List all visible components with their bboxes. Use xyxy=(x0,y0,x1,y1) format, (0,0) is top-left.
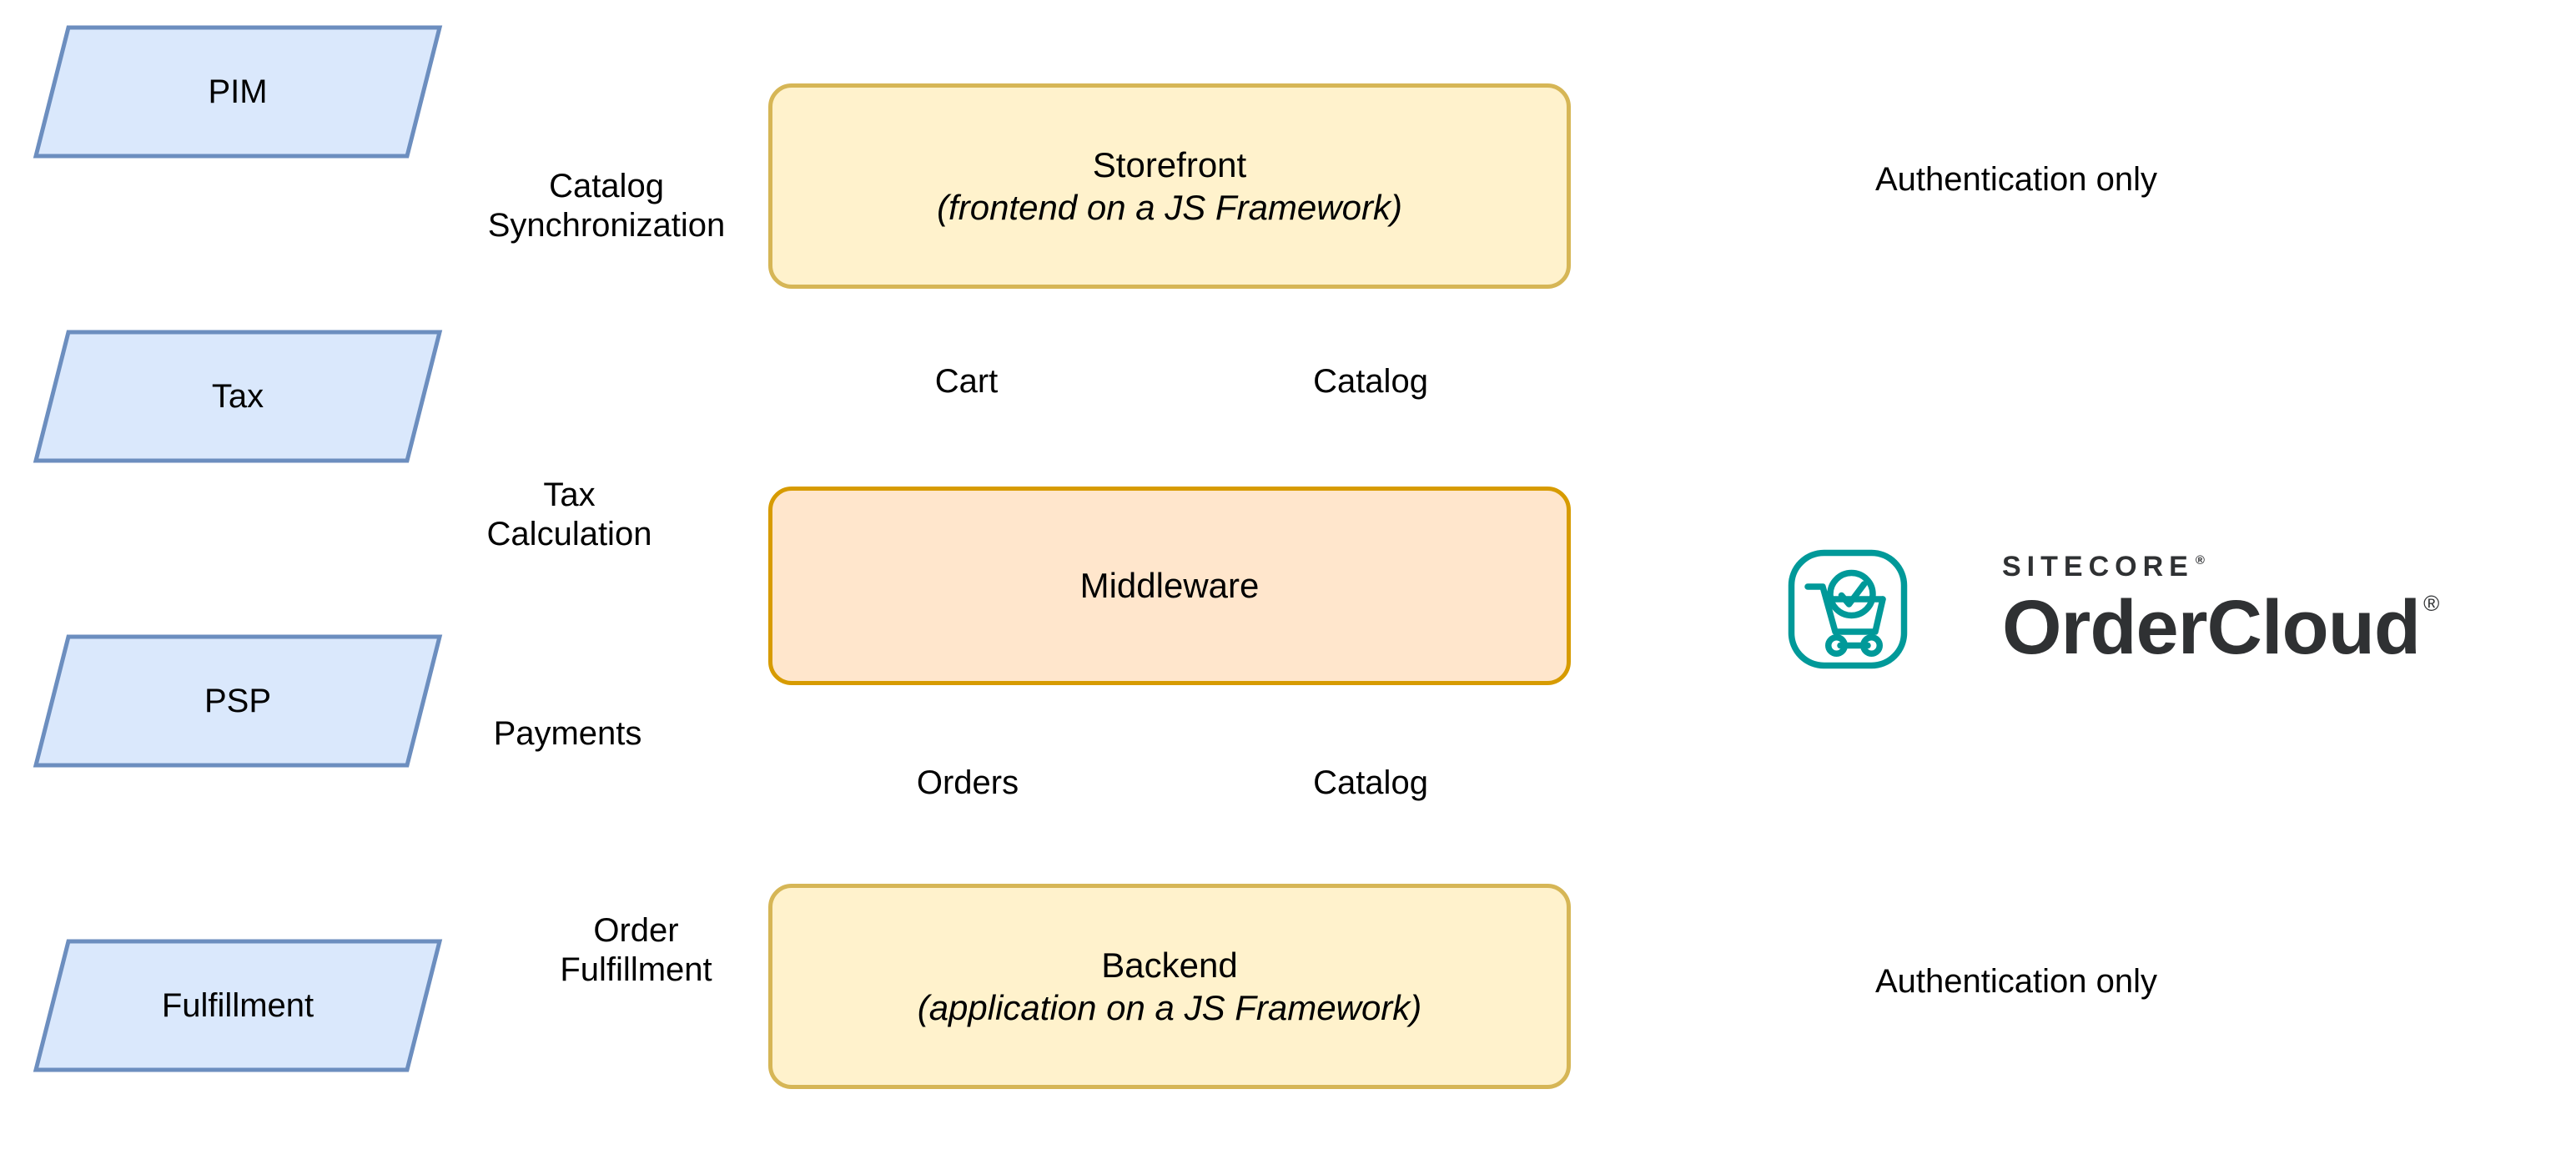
edge-label-authentication-only-top: Authentication only xyxy=(1857,160,2176,200)
edge-label-orders: Orders xyxy=(909,764,1026,804)
process-box-title: Storefront xyxy=(1092,144,1247,184)
logo-wordmark: SITECORE ® OrderCloud ® xyxy=(2002,552,2439,666)
edge-label-payments: Payments xyxy=(482,714,653,754)
edge-label-tax-calculation: Tax Calculation xyxy=(475,476,663,555)
edge-label-authentication-only-bottom: Authentication only xyxy=(1857,962,2176,1002)
edge-label-cart: Cart xyxy=(928,362,1005,402)
process-box-storefront[interactable]: Storefront (frontend on a JS Framework) xyxy=(768,83,1571,289)
external-system-tax[interactable]: Tax xyxy=(33,330,443,463)
logo-ordercloud-registered-mark: ® xyxy=(2423,591,2440,616)
parallelogram-shape xyxy=(33,25,443,159)
logo-sitecore-text: SITECORE xyxy=(2002,551,2194,582)
process-box-backend[interactable]: Backend (application on a JS Framework) xyxy=(768,884,1571,1089)
edge-label-catalog-synchronization: Catalog Synchronization xyxy=(474,167,739,246)
process-box-title: Backend xyxy=(1101,945,1238,985)
edge-label-order-fulfillment: Order Fulfillment xyxy=(546,911,726,991)
logo-ordercloud-text: OrderCloud xyxy=(2002,585,2421,670)
logo-sitecore-registered-mark: ® xyxy=(2195,553,2211,567)
logo-sitecore-row: SITECORE ® xyxy=(2002,552,2211,581)
parallelogram-shape xyxy=(33,330,443,463)
process-box-subtitle: (application on a JS Framework) xyxy=(917,988,1422,1027)
process-box-middleware[interactable]: Middleware xyxy=(768,487,1571,685)
external-system-psp[interactable]: PSP xyxy=(33,634,443,768)
external-system-pim[interactable]: PIM xyxy=(33,25,443,159)
parallelogram-shape xyxy=(33,634,443,768)
sitecore-ordercloud-logo: SITECORE ® OrderCloud ® xyxy=(1785,547,2439,672)
parallelogram-shape xyxy=(33,939,443,1072)
external-system-fulfillment[interactable]: Fulfillment xyxy=(33,939,443,1072)
process-box-title: Middleware xyxy=(1079,566,1260,606)
process-box-subtitle: (frontend on a JS Framework) xyxy=(937,188,1402,227)
shopping-cart-check-icon xyxy=(1788,549,1908,669)
edge-label-catalog-bottom: Catalog xyxy=(1306,764,1436,804)
logo-ordercloud-row: OrderCloud ® xyxy=(2002,589,2439,666)
edge-label-catalog-top: Catalog xyxy=(1306,362,1436,402)
